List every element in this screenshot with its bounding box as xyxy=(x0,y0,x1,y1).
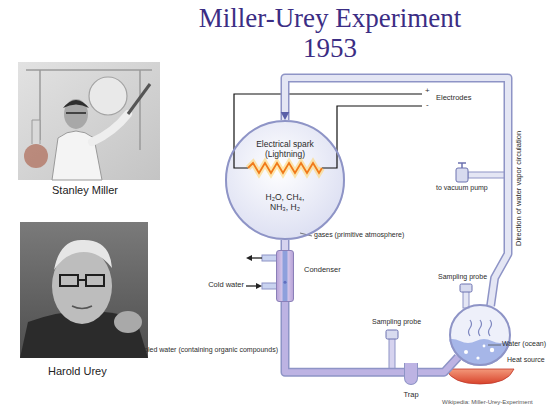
spark-chamber: Electrical spark (Lightning) H₂O, CH₄, NH… xyxy=(225,120,345,240)
chamber-fill xyxy=(225,120,345,240)
electrode-wire xyxy=(322,106,422,168)
arrow-head xyxy=(281,112,290,120)
part-label: Cooled water (containing organic compoun… xyxy=(135,346,278,354)
condenser-jacket: Condenser xyxy=(276,250,294,302)
hair xyxy=(54,240,112,270)
urey-photo xyxy=(20,222,148,358)
glass-tube xyxy=(285,302,404,372)
portrait-caption: Harold Urey xyxy=(48,365,107,378)
tube-wall xyxy=(285,302,404,372)
trap-bulb: Trap xyxy=(404,363,418,385)
stopcock xyxy=(456,168,468,182)
photo-background xyxy=(20,222,148,358)
glass-tube xyxy=(418,357,458,372)
stopcock xyxy=(386,330,398,339)
inner-tube xyxy=(283,251,288,301)
tube-wall xyxy=(285,78,508,306)
flask-neck xyxy=(32,120,40,144)
glass-sphere xyxy=(89,77,127,115)
part-label: Electrodes xyxy=(436,94,471,103)
tube-wall xyxy=(418,357,458,372)
tube-bore xyxy=(285,78,508,306)
polarity-sign: - xyxy=(426,100,429,109)
spark-glow xyxy=(248,163,322,173)
part-label: Water (ocean) xyxy=(502,340,546,348)
glasses xyxy=(66,112,86,114)
glass-outline xyxy=(226,121,344,239)
glass-flask xyxy=(24,144,48,168)
gas-formula: H₂O, CH₄, NH₃, H₂ xyxy=(258,193,312,213)
circle-outline xyxy=(449,304,511,366)
glass-tube xyxy=(285,240,286,250)
leader-line xyxy=(488,345,501,346)
circle-outline xyxy=(225,120,345,240)
part-label: Sampling probe xyxy=(372,318,421,326)
probe-tube xyxy=(463,290,469,308)
glass-tube xyxy=(128,84,150,114)
flow-note: Direction of water vapor circulation xyxy=(515,131,524,246)
hand xyxy=(114,311,142,333)
condenser-inner xyxy=(277,251,293,301)
page-title: Miller-Urey Experiment 1953 xyxy=(180,3,480,63)
vapor-lines xyxy=(469,320,492,336)
glasses xyxy=(86,275,104,286)
mouth xyxy=(72,306,92,309)
tube-bore xyxy=(282,240,288,250)
part-label: Trap xyxy=(403,391,418,400)
glass-outline xyxy=(450,305,510,365)
vacuum-tube xyxy=(468,172,508,178)
tube-connectors xyxy=(281,78,508,372)
spark-zigzag xyxy=(248,163,322,173)
bubble xyxy=(476,356,479,359)
source-credit: Wikipedia: Miller-Urey-Experiment xyxy=(442,399,533,406)
tube-bore xyxy=(418,357,458,372)
glasses-bridge xyxy=(78,279,86,281)
water-drop xyxy=(284,281,287,284)
part-label: gases (primitive atmosphere) xyxy=(314,231,404,239)
photo-background xyxy=(18,62,160,180)
bubble xyxy=(490,348,494,352)
probe-tube xyxy=(389,338,395,370)
part-label: to vacuum pump xyxy=(436,184,488,192)
ocean-flask: Water (ocean) xyxy=(449,304,511,366)
electrode-wire xyxy=(234,94,422,168)
portrait-caption: Stanley Miller xyxy=(52,184,118,197)
stopcock-handle xyxy=(458,163,466,168)
polarity-sign: + xyxy=(425,86,430,95)
part-label: Condenser xyxy=(304,266,341,275)
hair xyxy=(63,100,89,108)
water-port xyxy=(262,255,277,261)
arrow-head xyxy=(246,255,252,261)
part-label: Sampling probe xyxy=(438,273,487,281)
part-label: Cold water xyxy=(208,281,244,290)
raised-arm xyxy=(92,114,128,142)
water-port xyxy=(262,283,277,289)
spark-label: Electrical spark (Lightning) xyxy=(244,140,326,160)
bubble xyxy=(483,345,486,348)
part-label: Heat source xyxy=(507,356,545,364)
arrow-head xyxy=(256,283,262,289)
stopcock xyxy=(460,284,472,292)
glasses xyxy=(60,275,78,286)
miller-photo xyxy=(18,62,160,180)
heat-source xyxy=(446,369,514,384)
glass-tube xyxy=(281,78,508,306)
bubble xyxy=(464,350,468,354)
tube-wall xyxy=(281,240,290,250)
tube-bore xyxy=(285,302,404,372)
face xyxy=(64,99,88,129)
